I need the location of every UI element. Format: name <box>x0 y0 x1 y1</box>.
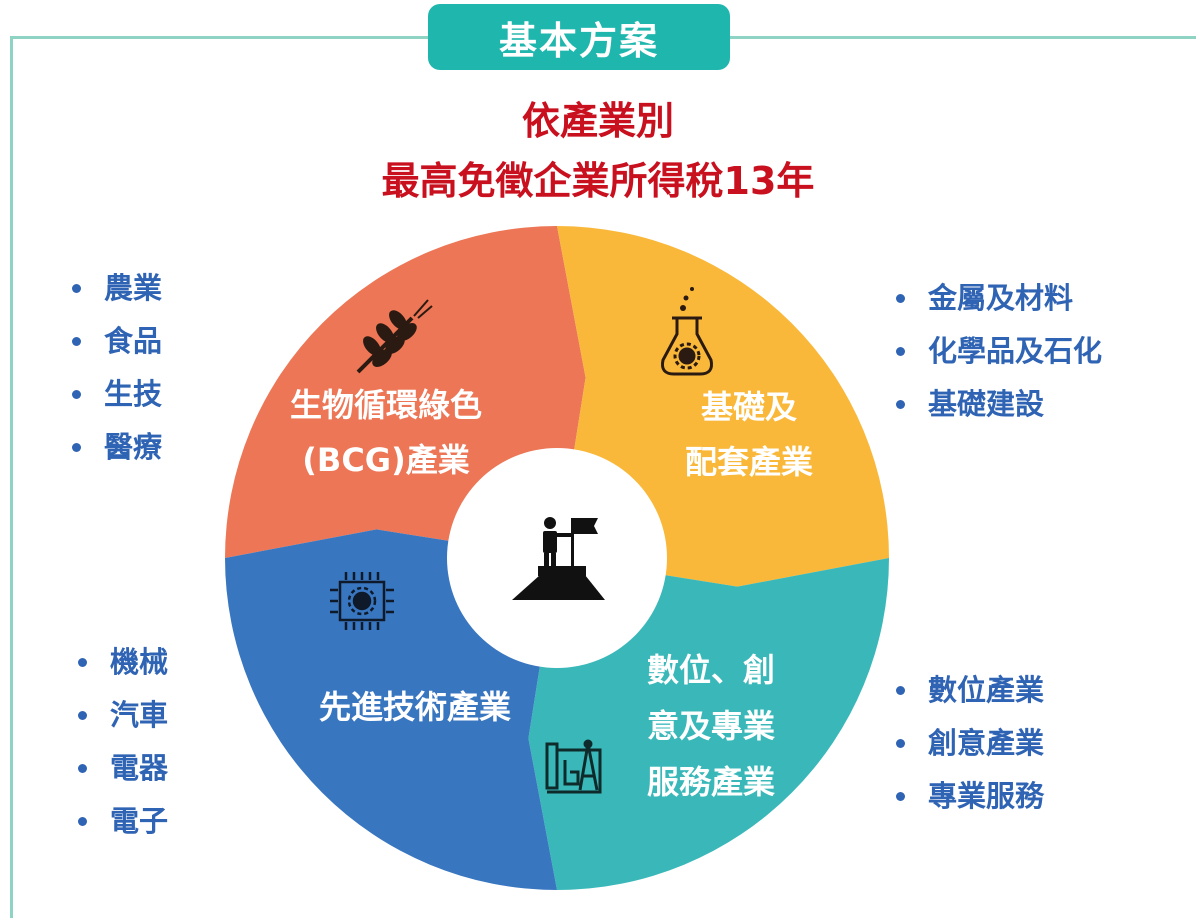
bullet-dot <box>896 792 905 801</box>
frame-left <box>10 36 13 918</box>
segment-digital-label-line2: 意及專業 <box>646 707 775 745</box>
list-item: 專業服務 <box>888 770 1044 823</box>
flask-gear-icon <box>661 287 713 376</box>
segment-basic-label-line2: 配套產業 <box>684 443 813 481</box>
list-item-label: 汽車 <box>110 698 169 732</box>
list-item: 汽車 <box>70 689 168 742</box>
list-item: 基礎建設 <box>888 378 1102 431</box>
wheat-icon <box>356 299 433 374</box>
bullet-dot <box>896 686 905 695</box>
list-item-label: 農業 <box>104 271 163 305</box>
bullet-dot <box>896 739 905 748</box>
segment-basic-label-line1: 基礎及 <box>700 388 797 426</box>
bcg-industry-list: 農業 食品 生技 醫療 <box>64 262 162 474</box>
segment-digital-label-line1: 數位、創 <box>646 651 775 689</box>
list-item: 數位產業 <box>888 664 1044 717</box>
list-item-label: 電器 <box>110 751 169 785</box>
blueprint-compass-icon <box>545 739 602 794</box>
list-item: 化學品及石化 <box>888 325 1102 378</box>
bullet-dot <box>72 443 81 452</box>
bullet-dot <box>72 284 81 293</box>
advanced-industry-list: 機械 汽車 電器 電子 <box>70 636 168 848</box>
list-item: 醫療 <box>64 421 162 474</box>
list-item-label: 金屬及材料 <box>928 281 1074 315</box>
list-item: 食品 <box>64 315 162 368</box>
list-item: 電子 <box>70 795 168 848</box>
center-circle <box>447 448 667 668</box>
bullet-dot <box>72 390 81 399</box>
list-item-label: 醫療 <box>104 430 163 464</box>
segment-advanced-label: 先進技術產業 <box>270 680 560 735</box>
segment-digital-label-line3: 服務產業 <box>646 763 775 801</box>
segment-bcg-label: 生物循環綠色 (BCG)產業 <box>250 378 522 488</box>
headline-line1: 依產業別 <box>521 99 674 143</box>
bullet-dot <box>896 347 905 356</box>
list-item: 生技 <box>64 368 162 421</box>
frame-top-right <box>728 36 1196 39</box>
list-item: 電器 <box>70 742 168 795</box>
list-item-label: 基礎建設 <box>928 387 1045 421</box>
segment-basic-label: 基礎及 配套產業 <box>640 380 858 490</box>
list-item: 創意產業 <box>888 717 1044 770</box>
bullet-dot <box>78 817 87 826</box>
bullet-dot <box>896 294 905 303</box>
list-item-label: 食品 <box>104 324 163 358</box>
segment-bcg-label-line2: (BCG)產業 <box>302 441 470 479</box>
list-item-label: 專業服務 <box>928 779 1045 813</box>
list-item-label: 創意產業 <box>928 726 1045 760</box>
list-item-label: 電子 <box>110 804 169 838</box>
digital-industry-list: 數位產業 創意產業 專業服務 <box>888 664 1044 823</box>
list-item-label: 數位產業 <box>928 673 1045 707</box>
headline-line2: 最高免徵企業所得稅13年 <box>381 159 815 203</box>
basic-industry-list: 金屬及材料 化學品及石化 基礎建設 <box>888 272 1102 431</box>
frame-top-left <box>10 36 430 39</box>
person-flag-summit-icon <box>512 517 605 600</box>
list-item: 金屬及材料 <box>888 272 1102 325</box>
list-item: 機械 <box>70 636 168 689</box>
chip-gear-icon <box>330 572 394 630</box>
segment-bcg-label-line1: 生物循環綠色 <box>289 386 482 424</box>
header-title: 基本方案 <box>428 4 730 70</box>
list-item-label: 機械 <box>110 645 169 679</box>
bullet-dot <box>78 711 87 720</box>
bullet-dot <box>78 764 87 773</box>
bullet-dot <box>78 658 87 667</box>
bullet-dot <box>72 337 81 346</box>
list-item: 農業 <box>64 262 162 315</box>
list-item-label: 化學品及石化 <box>928 334 1103 368</box>
segment-advanced-label-line1: 先進技術產業 <box>318 688 511 726</box>
segment-digital-label: 數位、創 意及專業 服務產業 <box>606 642 816 810</box>
bullet-dot <box>896 400 905 409</box>
list-item-label: 生技 <box>104 377 163 411</box>
